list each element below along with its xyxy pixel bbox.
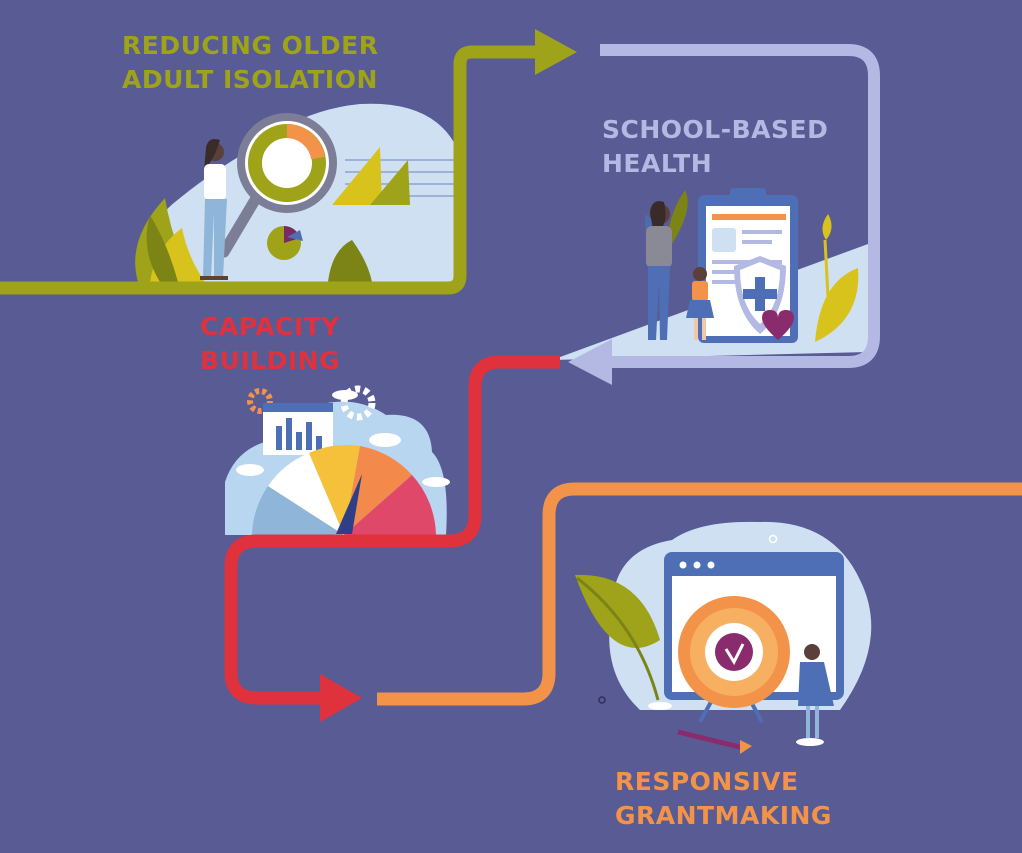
label-responsive-grantmaking: RESPONSIVE GRANTMAKING: [615, 765, 832, 833]
label-school-line-2: HEALTH: [602, 149, 713, 178]
school-arrowhead: [568, 339, 612, 385]
label-capacity-line-1: CAPACITY: [200, 312, 340, 341]
isolation-path: [0, 45, 540, 295]
label-isolation-line-2: ADULT ISOLATION: [122, 65, 378, 94]
school-path: [600, 44, 880, 368]
capacity-illustration: [225, 385, 450, 535]
capacity-arrowhead: [320, 674, 362, 722]
label-capacity-line-2: BUILDING: [200, 346, 341, 375]
label-grant-line-2: GRANTMAKING: [615, 801, 832, 830]
school-health-illustration: [552, 188, 868, 360]
label-isolation-line-1: REDUCING OLDER: [122, 31, 379, 60]
isolation-illustration: [135, 103, 462, 282]
label-capacity-building: CAPACITY BUILDING: [200, 310, 340, 378]
isolation-arrowhead: [535, 29, 577, 75]
label-school-based-health: SCHOOL-BASED HEALTH: [602, 113, 828, 181]
label-school-line-1: SCHOOL-BASED: [602, 115, 829, 144]
grantmaking-path: [377, 482, 1022, 706]
grantmaking-illustration: [575, 521, 872, 754]
label-reducing-older-adult-isolation: REDUCING OLDER ADULT ISOLATION: [122, 29, 378, 97]
label-grant-line-1: RESPONSIVE: [615, 767, 799, 796]
capacity-path: [224, 355, 560, 705]
